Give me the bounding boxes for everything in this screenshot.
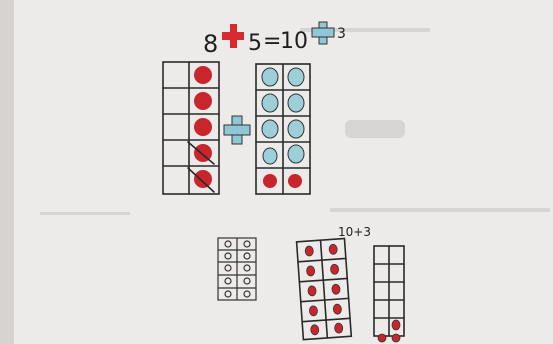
- blue-counter: [262, 94, 278, 112]
- equation-result-base: 10: [280, 29, 308, 54]
- blue-counter: [288, 120, 304, 138]
- blue-counter: [288, 145, 304, 163]
- equation-right-operand: 5: [248, 31, 262, 56]
- red-counter: [263, 174, 277, 188]
- equation-equals: =: [263, 29, 281, 54]
- red-counter: [194, 92, 212, 110]
- blue-counter: [263, 148, 277, 164]
- red-counter: [288, 174, 302, 188]
- equation-result-extra: 3: [337, 26, 346, 42]
- blue-counter: [288, 94, 304, 112]
- blue-counter: [262, 68, 278, 86]
- sum-annotation: 10+3: [338, 225, 371, 239]
- paper-left-shadow: [0, 0, 14, 344]
- blue-counter: [262, 120, 278, 138]
- red-counter: [194, 118, 212, 136]
- red-counter: [194, 66, 212, 84]
- blue-counter: [288, 68, 304, 86]
- equation-left-operand: 8: [203, 30, 218, 58]
